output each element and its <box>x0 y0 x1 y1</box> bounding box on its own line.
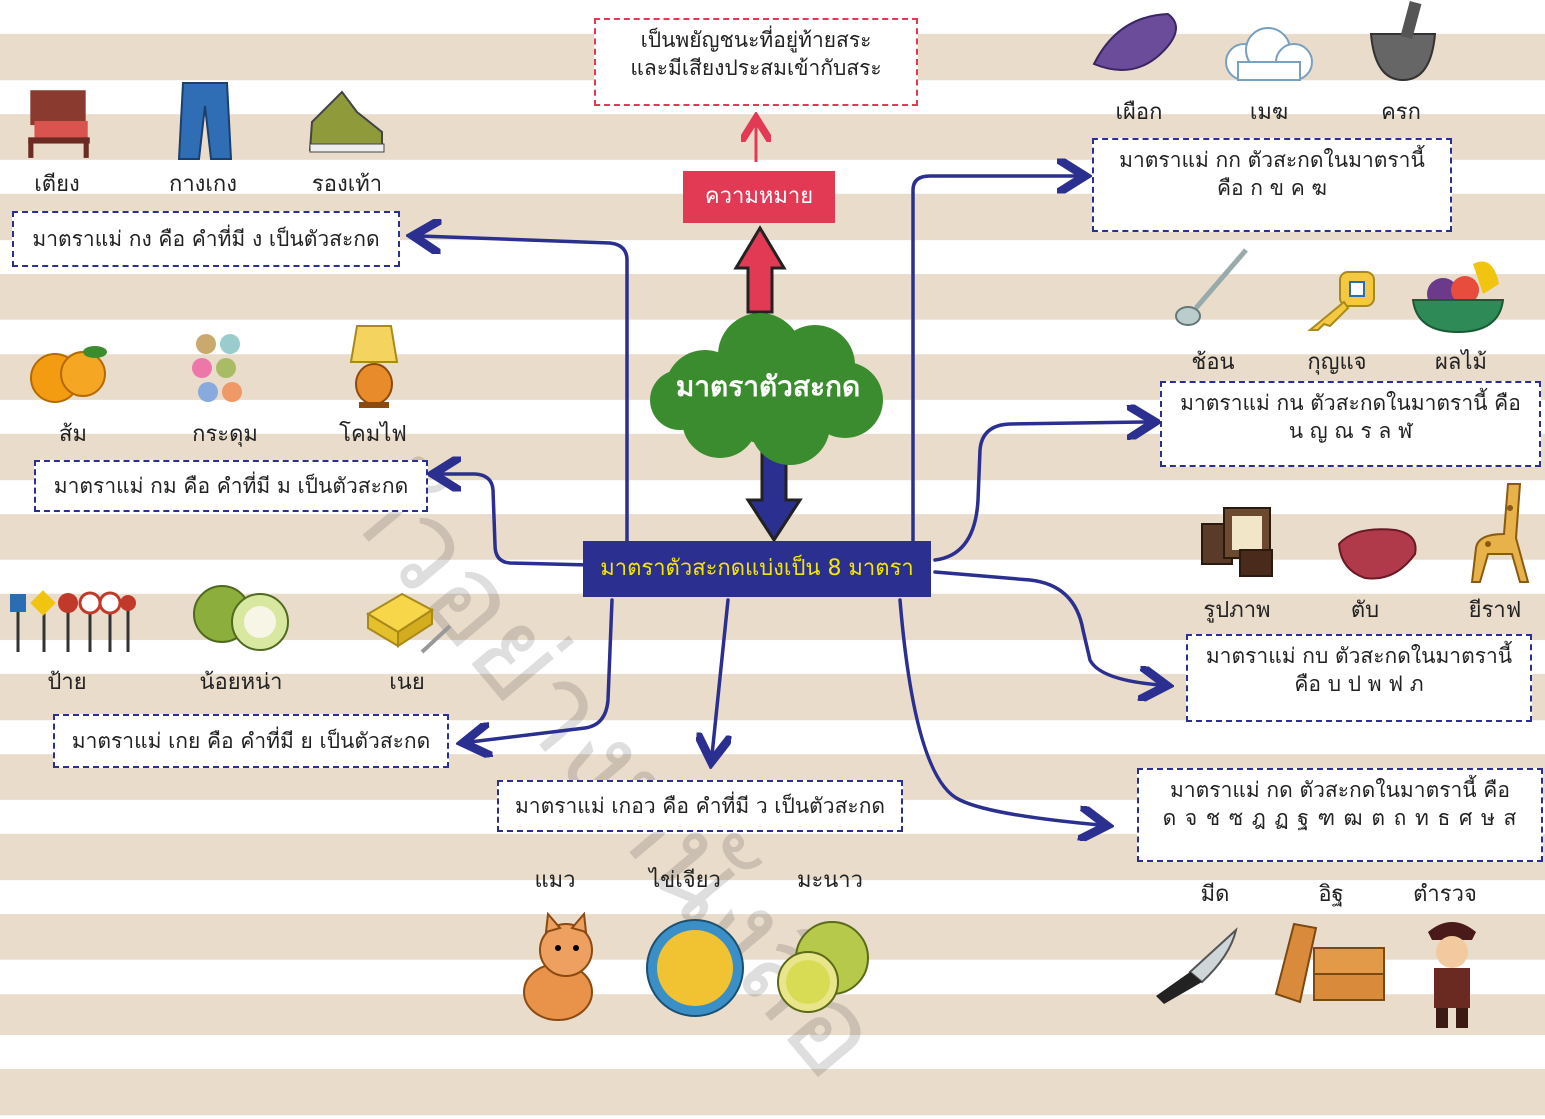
desc-kod-line-2: ด จ ช ซ ฎ ฏ ฐ ฑ ฒ ต ถ ท ธ ศ ษ ส <box>1162 806 1518 831</box>
meaning-text-line-1: เป็นพยัญชนะที่อยู่ท้ายสระ <box>640 28 872 52</box>
jeans-icon <box>175 80 235 162</box>
cat-icon <box>510 912 610 1022</box>
desc-kob: มาตราแม่ กบ ตัวสะกดในมาตรานี้ คือ บ ป พ … <box>1186 634 1532 722</box>
line-to-kok <box>911 176 1078 547</box>
liver-icon <box>1335 524 1421 584</box>
big-up-arrow <box>733 225 787 314</box>
line-to-koey <box>470 598 614 742</box>
word-kok-3: ครก <box>1381 100 1421 125</box>
key-icon <box>1304 268 1378 334</box>
word-kong-1: เตียง <box>34 172 80 197</box>
connector-lines <box>0 0 1545 1035</box>
word-kok-2: เมฆ <box>1249 100 1289 125</box>
word-koey-2: น้อยหน่า <box>199 670 283 695</box>
fruit-basket-icon <box>1403 254 1513 334</box>
desc-kon: มาตราแม่ กน ตัวสะกดในมาตรานี้ คือ น ญ ณ … <box>1160 381 1541 467</box>
word-koew-1: แมว <box>534 868 576 893</box>
orange-icon <box>25 342 113 404</box>
desc-koew: มาตราแม่ เกอว คือ คำที่มี ว เป็นตัวสะกด <box>497 780 903 832</box>
word-kob-3: ยีราฟ <box>1468 598 1522 623</box>
custard-apple-icon <box>188 582 296 654</box>
police-icon <box>1420 912 1484 1030</box>
word-koey-1: ป้าย <box>47 670 87 695</box>
word-kom-2: กระดุม <box>192 422 258 447</box>
word-kod-1: มีด <box>1200 882 1230 907</box>
sneakers-icon <box>302 82 392 158</box>
giraffe-icon <box>1458 478 1536 588</box>
line-to-kob <box>933 570 1160 685</box>
word-koew-2: ไข่เจียว <box>649 868 721 893</box>
bricks-icon <box>1270 914 1390 1006</box>
word-koew-3: มะนาว <box>796 868 864 893</box>
desc-kon-line-2: น ญ ณ ร ล ฬ <box>1288 419 1413 444</box>
word-kod-3: ตำรวจ <box>1413 882 1477 907</box>
desc-kok-line-2: คือ ก ข ค ฆ <box>1216 176 1328 201</box>
line-to-kon <box>933 422 1148 562</box>
desc-kok: มาตราแม่ กก ตัวสะกดในมาตรานี้ คือ ก ข ค … <box>1092 138 1452 232</box>
lamp-icon <box>345 322 403 410</box>
word-kon-1: ช้อน <box>1191 350 1235 375</box>
line-to-koew <box>712 598 728 755</box>
word-kon-3: ผลไม้ <box>1435 350 1487 375</box>
desc-koey: มาตราแม่ เกย คือ คำที่มี ย เป็นตัวสะกด <box>53 714 449 768</box>
butter-icon <box>362 584 454 660</box>
word-kong-2: กางเกง <box>169 172 237 197</box>
center-title: มาตราตัวสะกด <box>675 370 861 403</box>
desc-kod: มาตราแม่ กด ตัวสะกดในมาตรานี้ คือ ด จ ช … <box>1137 768 1543 862</box>
word-kon-2: กุญแจ <box>1307 350 1367 375</box>
line-to-kod <box>898 598 1100 825</box>
desc-kod-line-1: มาตราแม่ กด ตัวสะกดในมาตรานี้ คือ <box>1170 778 1510 802</box>
buttons-icon <box>188 330 250 408</box>
taro-icon <box>1088 6 1188 82</box>
word-kok-1: เผือก <box>1115 100 1163 125</box>
knife-icon <box>1150 926 1240 1006</box>
desc-kon-line-1: มาตราแม่ กน ตัวสะกดในมาตรานี้ คือ <box>1180 391 1521 415</box>
cloud-icon <box>1218 22 1318 88</box>
word-kong-3: รองเท้า <box>311 172 383 197</box>
word-kob-1: รูปภาพ <box>1203 598 1271 623</box>
desc-kob-line-1: มาตราแม่ กบ ตัวสะกดในมาตรานี้ <box>1205 644 1513 668</box>
picture-frames-icon <box>1196 504 1278 580</box>
word-kod-2: อิฐ <box>1318 882 1344 907</box>
spoon-icon <box>1170 246 1250 330</box>
lime-icon <box>772 914 872 1018</box>
word-koey-3: เนย <box>389 670 425 695</box>
big-down-arrow <box>745 450 803 543</box>
word-kom-3: โคมไฟ <box>339 422 407 447</box>
bed-icon <box>22 80 94 162</box>
line-to-kong <box>420 236 629 547</box>
center-cloud <box>650 313 883 465</box>
signs-icon <box>6 590 136 652</box>
desc-kom: มาตราแม่ กม คือ คำที่มี ม เป็นตัวสะกด <box>34 460 428 512</box>
omelette-icon <box>640 918 750 1018</box>
word-kom-1: ส้ม <box>59 422 87 447</box>
meaning-label: ความหมาย <box>683 171 835 223</box>
desc-kok-line-1: มาตราแม่ กก ตัวสะกดในมาตรานี้ <box>1119 148 1425 172</box>
desc-kob-line-2: คือ บ ป พ ฟ ภ <box>1294 672 1424 697</box>
center-banner: มาตราตัวสะกดแบ่งเป็น 8 มาตรา <box>583 541 931 597</box>
meaning-box: เป็นพยัญชนะที่อยู่ท้ายสระ และมีเสียงประส… <box>594 18 918 106</box>
meaning-text-line-2: และมีเสียงประสมเข้ากับสระ <box>630 56 882 81</box>
line-to-kom <box>440 474 592 567</box>
desc-kong: มาตราแม่ กง คือ คำที่มี ง เป็นตัวสะกด <box>12 211 400 267</box>
word-kob-2: ตับ <box>1350 598 1380 623</box>
mortar-icon <box>1365 0 1441 82</box>
